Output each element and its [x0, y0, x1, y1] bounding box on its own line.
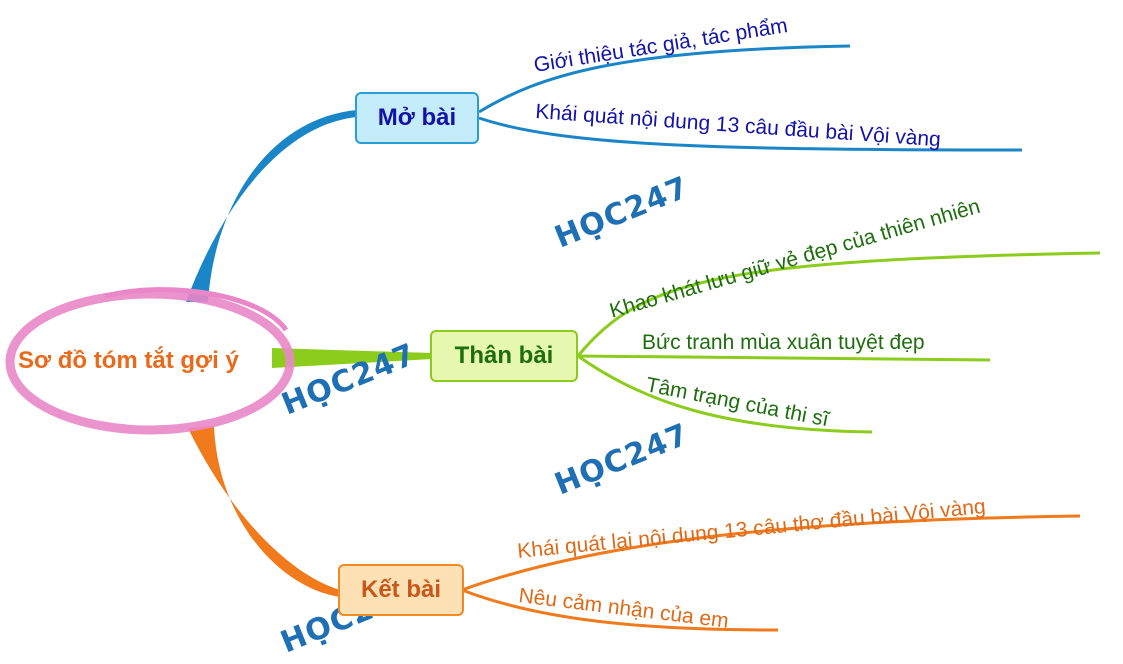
node-mo-bai-label: Mở bài — [377, 104, 457, 131]
leaf-mo-2: Khái quát nội dung 13 câu đầu bài Vội và… — [535, 100, 942, 151]
branch-connector-than-bai — [272, 348, 432, 368]
branch-connector-mo-bai — [186, 110, 357, 302]
node-than-bai[interactable]: Thân bài — [430, 330, 578, 382]
node-ket-bai[interactable]: Kết bài — [338, 564, 464, 616]
watermark-3: HỌC247 — [550, 417, 694, 502]
sub-connector-mo-2 — [478, 116, 1023, 152]
center-ring — [5, 289, 295, 435]
sub-connector-mo-1 — [478, 44, 851, 114]
watermark-1: HỌC247 — [550, 170, 694, 255]
sub-connector-ket-2 — [461, 588, 779, 632]
node-ket-bai-label: Kết bài — [360, 576, 441, 603]
sub-connector-than-2 — [577, 354, 991, 362]
leaf-than-2: Bức tranh mùa xuân tuyệt đẹp — [642, 331, 925, 354]
center-ring-stroke — [104, 287, 289, 332]
node-than-bai-label: Thân bài — [454, 342, 554, 369]
node-mo-bai[interactable]: Mở bài — [355, 92, 479, 144]
sub-connector-ket-1 — [461, 514, 1081, 592]
sub-connector-than-1 — [576, 251, 1101, 357]
center-topic-label: Sơ đồ tóm tắt gợi ý — [18, 347, 239, 374]
sub-connector-than-3 — [577, 354, 873, 434]
leaf-ket-1: Khái quát lại nội dung 13 câu thơ đầu bà… — [516, 495, 986, 563]
leaf-mo-1: Giới thiệu tác giả, tác phẩm — [532, 14, 789, 77]
branch-connector-ket-bai — [188, 426, 340, 597]
watermark-text: HỌC247 — [550, 170, 694, 255]
watermark-text: HỌC247 — [550, 417, 694, 502]
